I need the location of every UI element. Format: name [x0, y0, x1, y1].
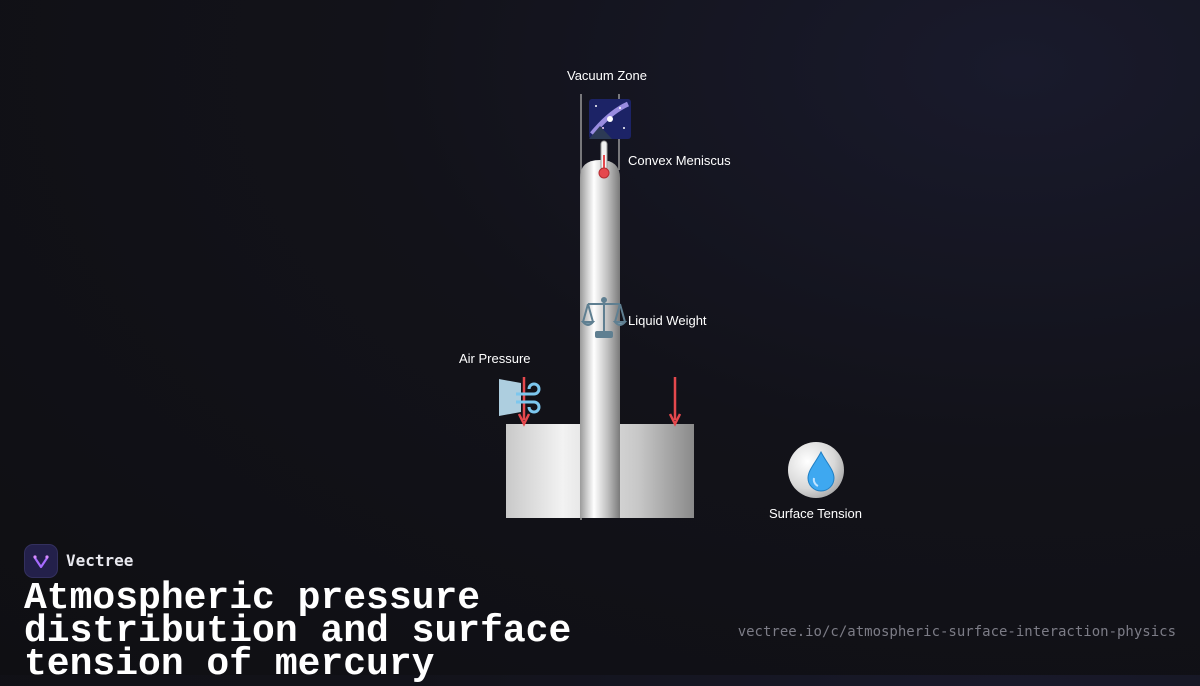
wind-icon: [499, 379, 541, 416]
galaxy-icon: [589, 99, 631, 139]
vacuum-zone-label: Vacuum Zone: [567, 68, 647, 83]
convex-meniscus-label: Convex Meniscus: [628, 153, 731, 168]
air-pressure-arrow-left: [517, 377, 531, 427]
surface-tension-label: Surface Tension: [769, 506, 862, 521]
liquid-weight-label: Liquid Weight: [628, 313, 707, 328]
mercury-column: [580, 160, 620, 518]
source-url[interactable]: vectree.io/c/atmospheric-surface-interac…: [737, 624, 1176, 640]
brand-name: Vectree: [66, 551, 134, 570]
thermometer-icon: [598, 140, 610, 179]
vectree-logo[interactable]: [24, 544, 58, 578]
vectree-logo-icon: [33, 555, 49, 569]
page-title: Atmospheric pressure distribution and su…: [24, 577, 572, 686]
air-pressure-label: Air Pressure: [459, 351, 531, 366]
balance-scale-icon: [580, 297, 628, 338]
air-pressure-arrow-right: [668, 377, 682, 427]
